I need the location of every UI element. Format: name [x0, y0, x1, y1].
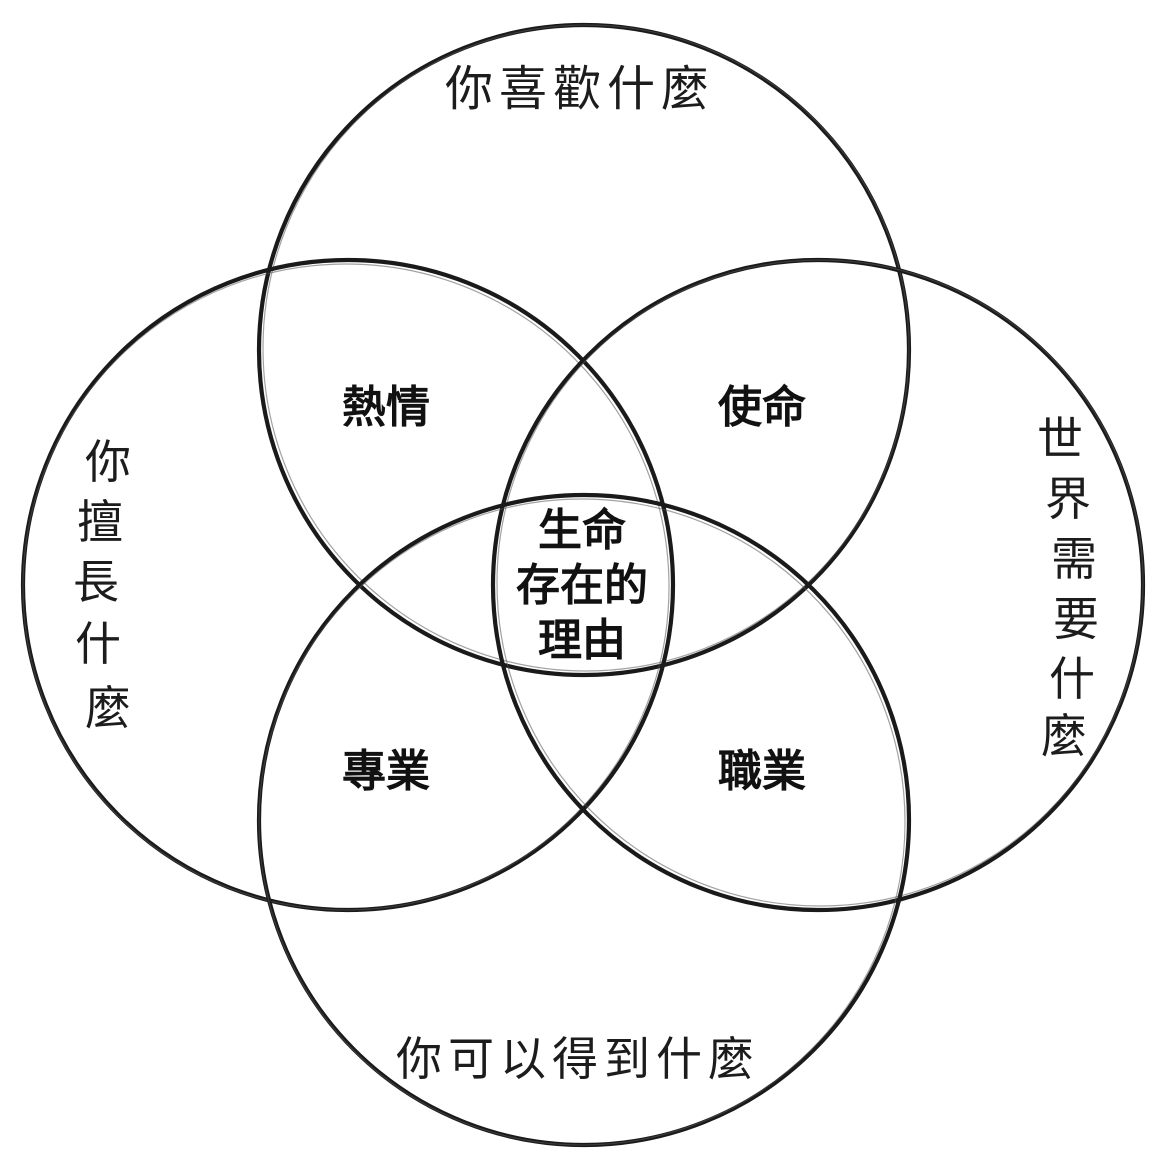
circle-bottom-sketch [258, 498, 906, 1146]
label-right-char-5: 麼 [1041, 709, 1087, 763]
circle-group [20, 22, 1146, 1148]
label-what-you-are-good-at: 你 擅 長 什 麼 [73, 435, 131, 735]
label-left-char-3: 什 [75, 617, 121, 671]
label-right-char-4: 什 [1049, 652, 1095, 706]
label-mission: 使命 [718, 382, 806, 433]
label-what-you-love: 你喜歡什麼 [445, 61, 715, 117]
circle-right-sketch [496, 259, 1144, 907]
center-line-1: 存在的 [516, 560, 648, 611]
label-left-char-1: 擅 [77, 495, 123, 549]
label-vocation: 職業 [718, 746, 806, 797]
label-profession: 專業 [342, 746, 430, 797]
label-left-char-0: 你 [85, 435, 131, 489]
circle-top-sketch [262, 24, 910, 672]
label-left-char-2: 長 [73, 555, 119, 609]
label-left-char-4: 麼 [85, 681, 131, 735]
label-what-the-world-needs: 世 界 需 要 什 麼 [1037, 412, 1099, 763]
label-right-char-3: 要 [1053, 592, 1099, 646]
label-what-you-can-be-paid-for: 你可以得到什麼 [396, 1032, 760, 1086]
label-right-char-1: 界 [1045, 472, 1091, 526]
label-passion: 熱情 [342, 382, 430, 433]
center-line-0: 生命 [538, 505, 626, 556]
label-right-char-0: 世 [1037, 412, 1083, 466]
label-right-char-2: 需 [1051, 532, 1097, 586]
label-ikigai-center: 生命 存在的 理由 [516, 505, 648, 666]
center-line-2: 理由 [538, 615, 626, 666]
circle-left-sketch [22, 263, 670, 911]
